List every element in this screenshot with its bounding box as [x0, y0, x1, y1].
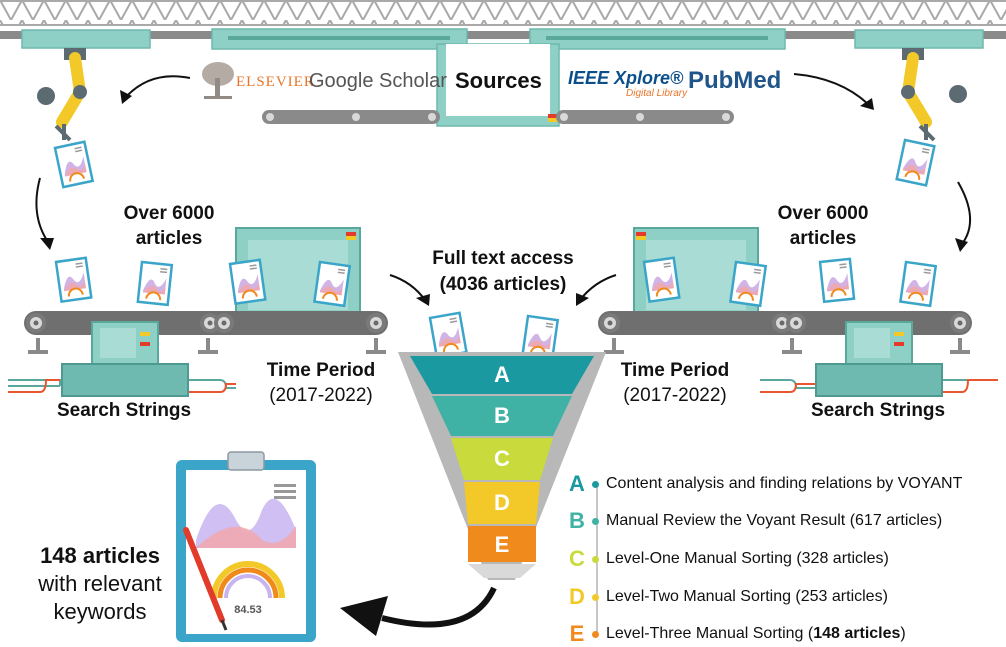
flow-arrows [35, 73, 972, 301]
legend-text: Level-One Manual Sorting (328 articles) [606, 550, 889, 567]
legend-dot-icon [592, 517, 599, 525]
legend-letter: A [569, 471, 585, 496]
legend-text: Level-Three Manual Sorting (148 articles… [606, 625, 906, 642]
full-text-access: Full text access (4036 articles) [418, 246, 588, 298]
funnel-stage-d: D [494, 490, 510, 515]
left-count-line2: articles [135, 228, 203, 249]
result-arrow [340, 586, 497, 636]
top-truss [0, 0, 1006, 50]
pubmed-logo: PubMed [688, 67, 782, 94]
funnel-stage-a: A [494, 362, 510, 387]
legend-item-a: A Content analysis and finding relations… [566, 471, 962, 497]
arrow-heads [40, 90, 968, 306]
held-document [895, 138, 936, 187]
elsevier-tree-icon [202, 62, 234, 99]
legend-letter: C [569, 546, 585, 571]
legend-dot-icon [592, 593, 599, 601]
legend-item-e: E Level-Three Manual Sorting (148 articl… [566, 621, 906, 647]
sources-label: Sources [455, 68, 542, 93]
funnel [398, 352, 606, 580]
right-time-range: (2017-2022) [623, 385, 727, 406]
google-scholar-logo: Google Scholar [309, 70, 447, 92]
left-search-strings: Search Strings [57, 400, 192, 421]
legend-letter: D [569, 584, 585, 609]
legend-dot-icon [592, 480, 599, 488]
left-computer [8, 321, 236, 397]
clipboard [176, 451, 316, 642]
full-text-line1: Full text access [432, 248, 574, 269]
top-conveyor [262, 110, 734, 124]
right-time-period: Time Period (2017-2022) [604, 358, 746, 408]
right-count-line1: Over 6000 [777, 203, 869, 224]
legend-text: Content analysis and finding relations b… [606, 475, 963, 492]
legend-dot-icon [592, 630, 599, 638]
full-text-line2: (4036 articles) [439, 274, 567, 295]
right-time-title: Time Period [620, 360, 730, 381]
sources-box [436, 43, 560, 127]
legend-item-b: B Manual Review the Voyant Result (617 a… [566, 508, 942, 534]
right-robot-arm [901, 48, 967, 142]
funnel-stage-c: C [494, 446, 510, 471]
legend-letter: E [569, 621, 585, 646]
result-text: 148 articles with relevant keywords [30, 542, 170, 626]
result-line3: keywords [53, 599, 147, 624]
result-line2: with relevant [38, 571, 162, 596]
legend-dot-icon [592, 555, 599, 563]
left-conveyor [24, 311, 388, 354]
left-article-count: Over 6000 articles [104, 201, 234, 251]
right-count-line2: articles [789, 228, 857, 249]
left-time-range: (2017-2022) [269, 385, 373, 406]
held-document [53, 140, 94, 189]
ieee-logo: IEEE Xplore® [568, 68, 684, 88]
right-conveyor [598, 311, 972, 354]
funnel-stage-e: E [494, 532, 510, 557]
right-computer [760, 321, 998, 397]
elsevier-logo: ELSEVIER [236, 74, 315, 90]
funnel-stage-b: B [494, 403, 510, 428]
legend-item-c: C Level-One Manual Sorting (328 articles… [566, 546, 889, 572]
left-time-title: Time Period [266, 360, 376, 381]
left-count-line1: Over 6000 [123, 203, 215, 224]
legend-item-d: D Level-Two Manual Sorting (253 articles… [566, 584, 888, 610]
legend-text: Manual Review the Voyant Result (617 art… [606, 512, 943, 529]
legend-text: Level-Two Manual Sorting (253 articles) [606, 588, 888, 605]
right-article-count: Over 6000 articles [758, 201, 888, 251]
ieee-logo-subtitle: Digital Library [626, 88, 688, 99]
clipboard-value: 84.53 [234, 604, 262, 616]
left-robot-arm [37, 48, 87, 142]
right-machine [633, 227, 759, 319]
legend-letter: B [569, 508, 585, 533]
left-time-period: Time Period (2017-2022) [250, 358, 392, 408]
result-line1: 148 articles [40, 543, 160, 568]
right-search-strings: Search Strings [811, 400, 946, 421]
